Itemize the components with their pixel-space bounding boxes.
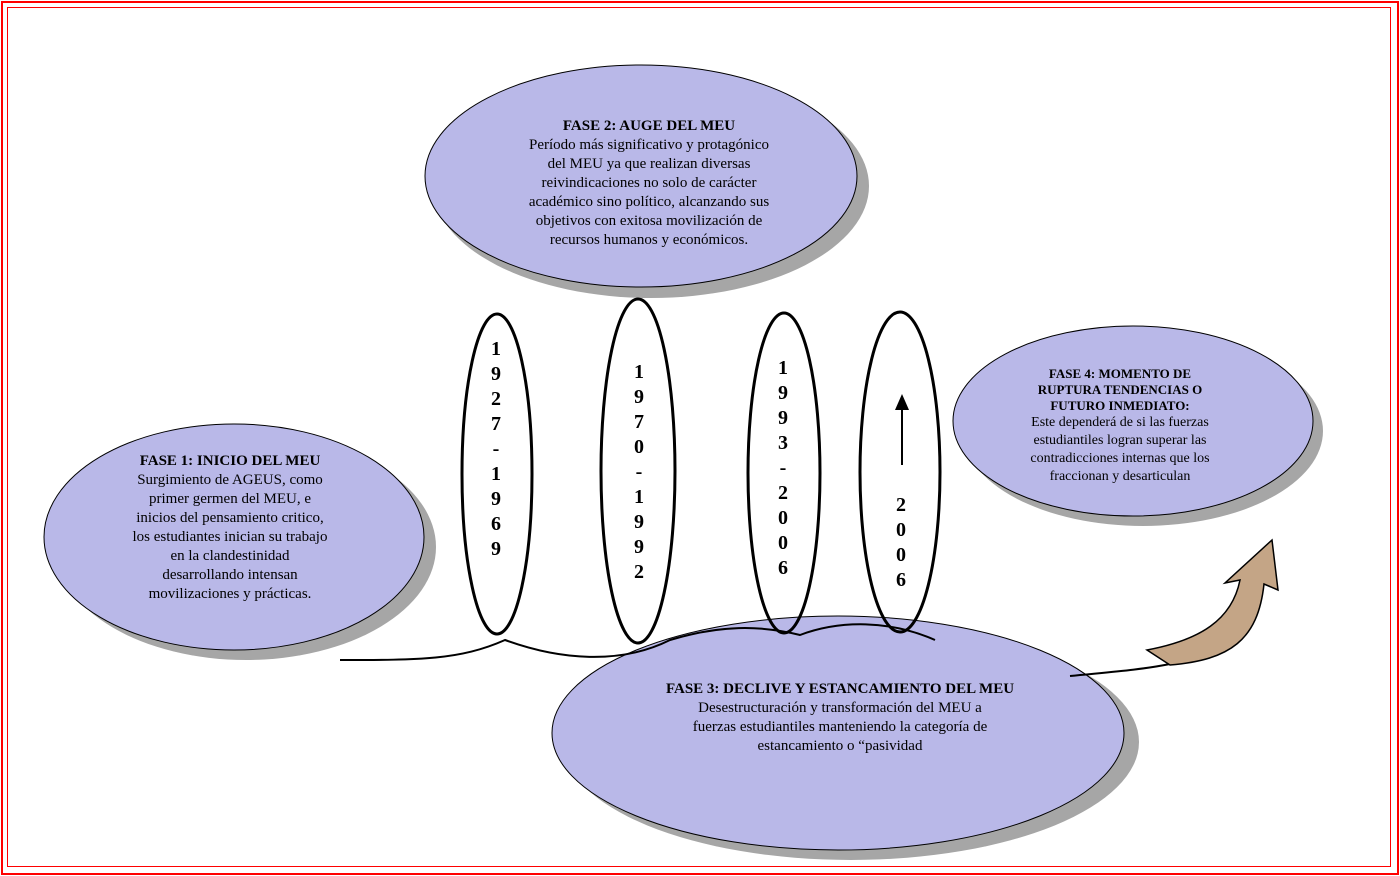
phase-4-line: estudiantiles logran superar las	[1033, 433, 1207, 448]
year-character: 0	[896, 519, 906, 541]
period-2-label: 1 9 7 0 - 1 9 9 2	[624, 360, 654, 585]
year-character: 7	[491, 413, 501, 435]
phase-3-title: FASE 3: DECLIVE Y ESTANCAMIENTO DEL MEU	[665, 681, 1015, 697]
year-character: 9	[778, 382, 788, 404]
phase-2-line: del MEU ya que realizan diversas	[547, 156, 751, 172]
year-character: 0	[778, 532, 788, 554]
year-character: 1	[491, 463, 501, 485]
phase-3-ellipse	[551, 615, 1125, 851]
phase-1-ellipse	[43, 423, 425, 651]
period-3-ellipse	[746, 311, 822, 635]
ellipse-fills	[43, 64, 1314, 851]
phase-1-text: FASE 1: INICIO DEL MEU Surgimiento de AG…	[95, 452, 365, 604]
period-4-ellipse	[858, 310, 942, 634]
year-character: 0	[634, 436, 644, 458]
year-character: -	[779, 457, 787, 479]
year-character: 0	[778, 507, 788, 529]
phase-1-line: Surgimiento de AGEUS, como	[137, 472, 323, 488]
year-character: 6	[491, 513, 501, 535]
period-1-ellipse	[460, 312, 534, 636]
phase-2-text: FASE 2: AUGE DEL MEU Período más signifi…	[520, 117, 778, 250]
up-arrow	[895, 394, 909, 465]
phase-3-line: fuerzas estudiantiles manteniendo la cat…	[692, 719, 988, 735]
year-character: 2	[491, 388, 501, 410]
phase-2-line: académico sino político, alcanzando sus	[528, 194, 770, 210]
curved-arrow-to-phase-4	[1145, 538, 1279, 666]
phase-1-line: desarrollando intensan	[162, 567, 298, 583]
year-character: 9	[634, 386, 644, 408]
year-character: 7	[634, 411, 644, 433]
connector-lines	[339, 623, 1171, 677]
phase-3-line: Desestructuración y transformación del M…	[698, 700, 982, 716]
year-character: 1	[634, 486, 644, 508]
year-character: 1	[778, 357, 788, 379]
year-character: 0	[896, 544, 906, 566]
year-character: 9	[778, 407, 788, 429]
phase-4-ellipse	[952, 325, 1314, 517]
phase-1-line: inicios del pensamiento critico,	[136, 510, 324, 526]
year-character: 9	[491, 488, 501, 510]
phase-2-line: recursos humanos y económicos.	[549, 232, 749, 248]
year-character: 1	[491, 338, 501, 360]
phase-4-line: Este dependerá de si las fuerzas	[1031, 415, 1209, 430]
period-ellipses	[460, 297, 942, 645]
phase-2-line: Período más significativo y protagónico	[529, 137, 769, 153]
year-character: 2	[778, 482, 788, 504]
year-character: 3	[778, 432, 788, 454]
year-character: 6	[778, 557, 788, 579]
phase-1-line: los estudiantes inician su trabajo	[132, 529, 328, 545]
phase-4-title: FASE 4: MOMENTO DE RUPTURA TENDENCIAS O …	[1037, 366, 1203, 413]
year-character: 2	[634, 561, 644, 583]
phase-1-line: primer germen del MEU, e	[148, 491, 312, 507]
phase-1-line: en la clandestinidad	[170, 548, 290, 564]
phase-2-title: FASE 2: AUGE DEL MEU	[562, 118, 736, 134]
period-1-label: 1 9 2 7 - 1 9 6 9	[481, 337, 511, 562]
phase-3-line: estancamiento o “pasividad	[757, 738, 923, 754]
year-character: 2	[896, 494, 906, 516]
phase-4-text: FASE 4: MOMENTO DE RUPTURA TENDENCIAS O …	[1000, 366, 1240, 486]
year-character: 9	[491, 538, 501, 560]
year-character: -	[492, 438, 500, 460]
phase-3-text: FASE 3: DECLIVE Y ESTANCAMIENTO DEL MEU …	[640, 680, 1040, 756]
year-character: 6	[896, 569, 906, 591]
year-character: 9	[634, 511, 644, 533]
period-2-ellipse	[599, 297, 677, 645]
year-character: 9	[634, 536, 644, 558]
phase-4-line: contradicciones internas que los	[1030, 451, 1210, 466]
year-character: -	[635, 461, 643, 483]
phase-1-title: FASE 1: INICIO DEL MEU	[139, 453, 321, 469]
year-character: 9	[491, 363, 501, 385]
phase-2-line: objetivos con exitosa movilización de	[535, 213, 763, 229]
phase-4-line: fraccionan y desarticulan	[1049, 469, 1191, 484]
phase-1-line: movilizaciones y prácticas.	[148, 586, 312, 602]
phase-2-ellipse	[424, 64, 858, 288]
inner-red-border	[7, 7, 1391, 867]
period-3-label: 1 9 9 3 - 2 0 0 6	[768, 356, 798, 581]
year-character: 1	[634, 361, 644, 383]
phase-2-line: reivindicaciones no solo de carácter	[541, 175, 757, 191]
